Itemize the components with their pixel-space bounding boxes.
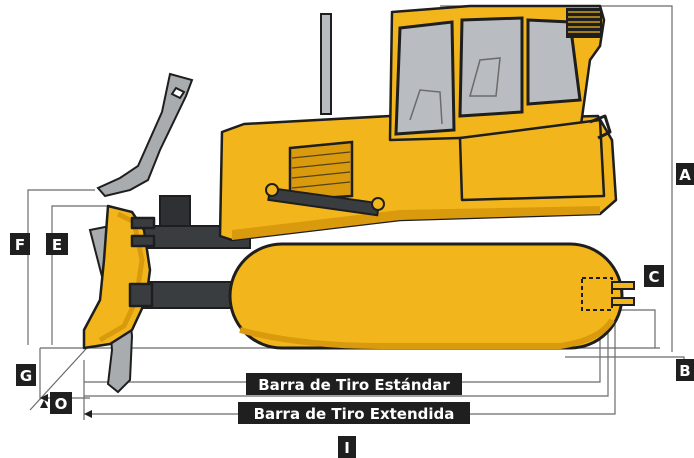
operator-seat (409, 57, 501, 125)
exhaust-stack (320, 13, 332, 115)
svg-text:Barra de Tiro Estándar: Barra de Tiro Estándar (258, 376, 450, 394)
label-A: A (676, 163, 694, 185)
label-B: B (676, 359, 694, 381)
svg-text:G: G (20, 367, 32, 385)
label-C: C (644, 265, 664, 287)
cab-windows (394, 16, 582, 136)
svg-text:A: A (679, 166, 691, 184)
track (228, 242, 624, 350)
svg-text:E: E (52, 236, 62, 254)
svg-text:I: I (344, 439, 350, 457)
hood-grille (566, 8, 602, 38)
svg-text:F: F (15, 236, 25, 254)
svg-text:O: O (55, 395, 68, 413)
label-E: E (46, 233, 68, 255)
label-G: G (16, 364, 36, 386)
side-vent (288, 140, 354, 202)
ripper-raised (96, 72, 194, 198)
label-O: O (50, 392, 72, 414)
dozer-blade (82, 204, 156, 350)
svg-text:C: C (648, 268, 659, 286)
lift-cylinder (265, 183, 385, 217)
label-I: I (338, 436, 356, 458)
svg-text:Barra de Tiro Extendida: Barra de Tiro Extendida (254, 405, 455, 423)
svg-text:B: B (679, 362, 690, 380)
label-standard-drawbar: Barra de Tiro Estándar (246, 373, 462, 395)
label-extended-drawbar: Barra de Tiro Extendida (238, 402, 470, 424)
drawbar-hitch (581, 277, 635, 311)
dimension-arrows (40, 394, 92, 418)
label-F: F (10, 233, 30, 255)
